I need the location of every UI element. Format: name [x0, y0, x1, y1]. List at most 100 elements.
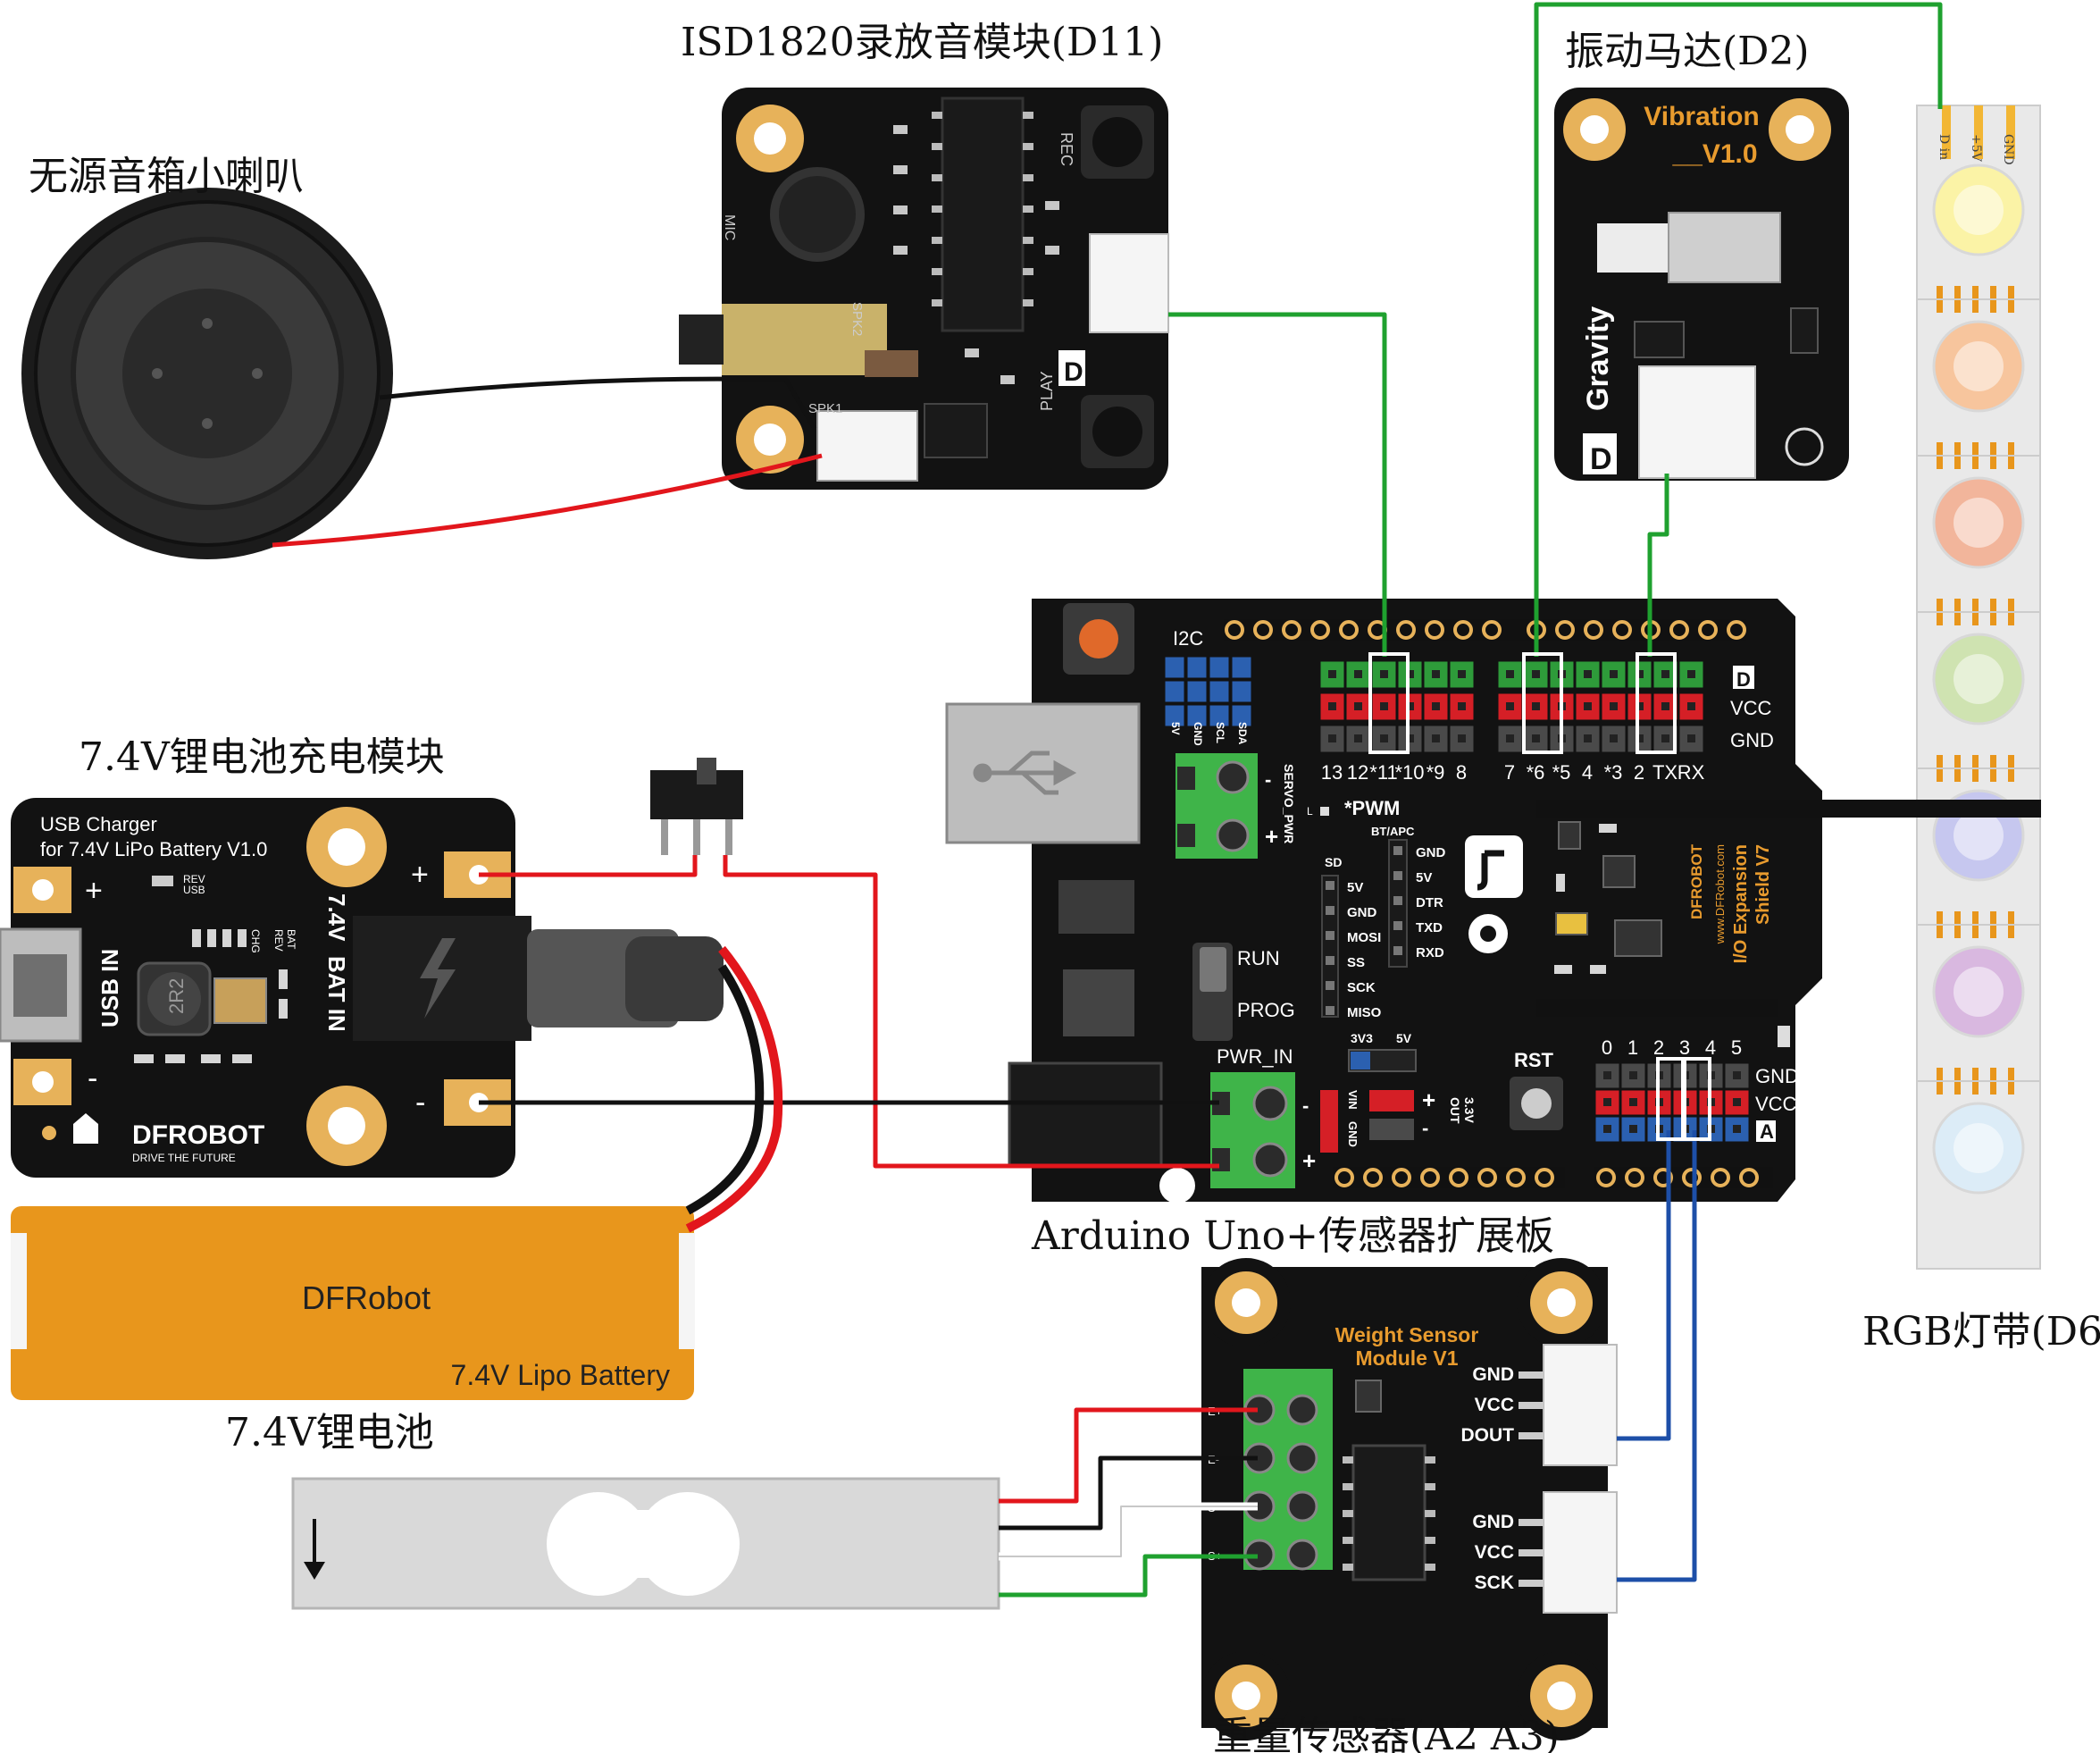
vibration-board — [1554, 88, 1849, 481]
speaker — [21, 188, 393, 559]
pin-highlights — [1368, 652, 1711, 1141]
mic-component — [770, 167, 865, 262]
rev-bat-label-1: REV — [272, 929, 285, 952]
i2c-pin-label: GND — [1192, 722, 1204, 746]
label-speaker: 无源音箱小喇叭 — [29, 154, 304, 199]
gnd-small-label: GND — [1346, 1121, 1360, 1147]
shield-name-1: I/O Expansion — [1731, 844, 1751, 963]
digital-pin-label: *9 — [1426, 761, 1445, 784]
analog-pin-label: 1 — [1627, 1036, 1638, 1059]
prog-label: PROG — [1237, 999, 1295, 1021]
sd-pin-label: SS — [1347, 955, 1365, 970]
wire-weight-sck-a3 — [1617, 1130, 1697, 1582]
rev-usb-label-1: REV — [183, 873, 205, 885]
digital-pin-label: 8 — [1456, 761, 1467, 784]
motor-shaft — [1597, 223, 1669, 273]
weight-pin-label: DOUT — [1461, 1425, 1515, 1446]
i2c-pin — [1231, 656, 1252, 679]
arrow-down-icon — [304, 1519, 325, 1580]
battery-body — [11, 1206, 694, 1400]
isd1820-module: REC MIC SPK2 SPK1 PLAY D — [679, 88, 1169, 490]
weight-sensor-module: Weight Sensor Module V1 GNDVCCDOUTGNDVCC… — [1201, 1258, 1618, 1740]
i2c-pin — [1186, 704, 1208, 727]
bt-pin-label: DTR — [1416, 895, 1443, 910]
vibration-motor — [1668, 212, 1781, 283]
shield-url: www.DFRobot.com — [1713, 844, 1727, 944]
i2c-pin-label: SDA — [1236, 722, 1249, 745]
spk1-label: SPK1 — [808, 401, 842, 416]
sd-header — [1321, 875, 1339, 1018]
servo-pwr-label: SERVO_PWR — [1282, 764, 1296, 843]
i2c-pin — [1231, 680, 1252, 703]
highlight-d11 — [1368, 652, 1410, 754]
digital-pin-label: *6 — [1527, 761, 1545, 784]
i2c-pin — [1186, 680, 1208, 703]
spk-connector — [816, 410, 918, 482]
audio-jack — [722, 304, 887, 375]
analog-pin-label: 3 — [1679, 1036, 1690, 1059]
bt-pin-label: GND — [1416, 845, 1446, 860]
digital-pin-label: *3 — [1604, 761, 1623, 784]
label-arduino: Arduino Uno+传感器扩展板 — [1031, 1213, 1554, 1259]
digital-pin-label: *11 — [1369, 761, 1397, 784]
captions: 无源音箱小喇叭 ISD1820录放音模块(D11) 振动马达(D2) 7.4V锂… — [29, 20, 2100, 1753]
bat-in-label-1: 7.4V — [323, 893, 350, 942]
wire-rgb-d6 — [1534, 2, 1943, 657]
vibration-version: __V1.0 — [1671, 139, 1757, 169]
wire-speaker-red — [272, 453, 823, 548]
power-switch[interactable] — [650, 758, 743, 855]
out-33-label-2: OUT — [1448, 1097, 1462, 1124]
analog-vcc-label: VCC — [1755, 1093, 1797, 1115]
digital-pin-label: TX — [1652, 761, 1677, 784]
spk2-label: SPK2 — [849, 302, 865, 336]
i2c-pin-label: SCL — [1214, 722, 1226, 743]
i2c-pin-label: 5V — [1169, 722, 1182, 735]
charger-minus-sign: - — [88, 1061, 97, 1095]
sd-pin-label: 5V — [1347, 880, 1363, 895]
out-minus: - — [1422, 1117, 1428, 1139]
usb-icon — [973, 751, 1077, 795]
strip-din-label: D in — [1937, 134, 1951, 160]
rst-label: RST — [1514, 1049, 1554, 1071]
chg-label: CHG — [249, 929, 262, 953]
bt-pin-label: TXD — [1416, 920, 1443, 935]
analog-pin-label: 2 — [1653, 1036, 1664, 1059]
digital-pin-label: 7 — [1504, 761, 1515, 784]
bt-apc-label: BT/APC — [1371, 825, 1415, 838]
wire-switch-to-pwr-plus — [723, 855, 1219, 1169]
wire-battery-red — [685, 945, 783, 1233]
sd-pin-label: SCK — [1347, 980, 1376, 995]
row-gnd-label: GND — [1730, 729, 1774, 751]
ic-chip — [941, 96, 1025, 332]
charger-tagline: DRIVE THE FUTURE — [132, 1152, 236, 1164]
sd-pin-label: MISO — [1347, 1005, 1382, 1020]
switch-slider[interactable] — [697, 758, 716, 784]
dfrobot-logo — [1465, 835, 1523, 898]
digital-pin-label: *5 — [1552, 761, 1571, 784]
wire-vibration-d2 — [1647, 474, 1669, 657]
analog-pin-label: 5 — [1731, 1036, 1742, 1059]
vibration-connector — [1638, 365, 1756, 479]
shield-mount-hole — [1159, 1168, 1195, 1204]
led-list — [1917, 164, 2040, 1195]
run-label: RUN — [1237, 947, 1280, 969]
usb-in-label: USB IN — [96, 949, 123, 1027]
bt-pin-label: RXD — [1416, 945, 1444, 960]
wire-isd-d11 — [1168, 312, 1387, 657]
i2c-pin — [1164, 704, 1185, 727]
bat-plus-sign: + — [411, 858, 429, 892]
load-cell — [291, 1477, 1000, 1610]
pwr-in-minus: - — [1302, 1095, 1309, 1117]
hx711-chip — [1351, 1444, 1426, 1581]
inductor-label: 2R2 — [165, 978, 188, 1014]
dc-power-jack — [1008, 1061, 1163, 1168]
highlight-a3 — [1683, 1057, 1711, 1141]
analog-gnd-label: GND — [1755, 1065, 1799, 1087]
i2c-pin — [1209, 656, 1230, 679]
i2c-pin — [1186, 656, 1208, 679]
